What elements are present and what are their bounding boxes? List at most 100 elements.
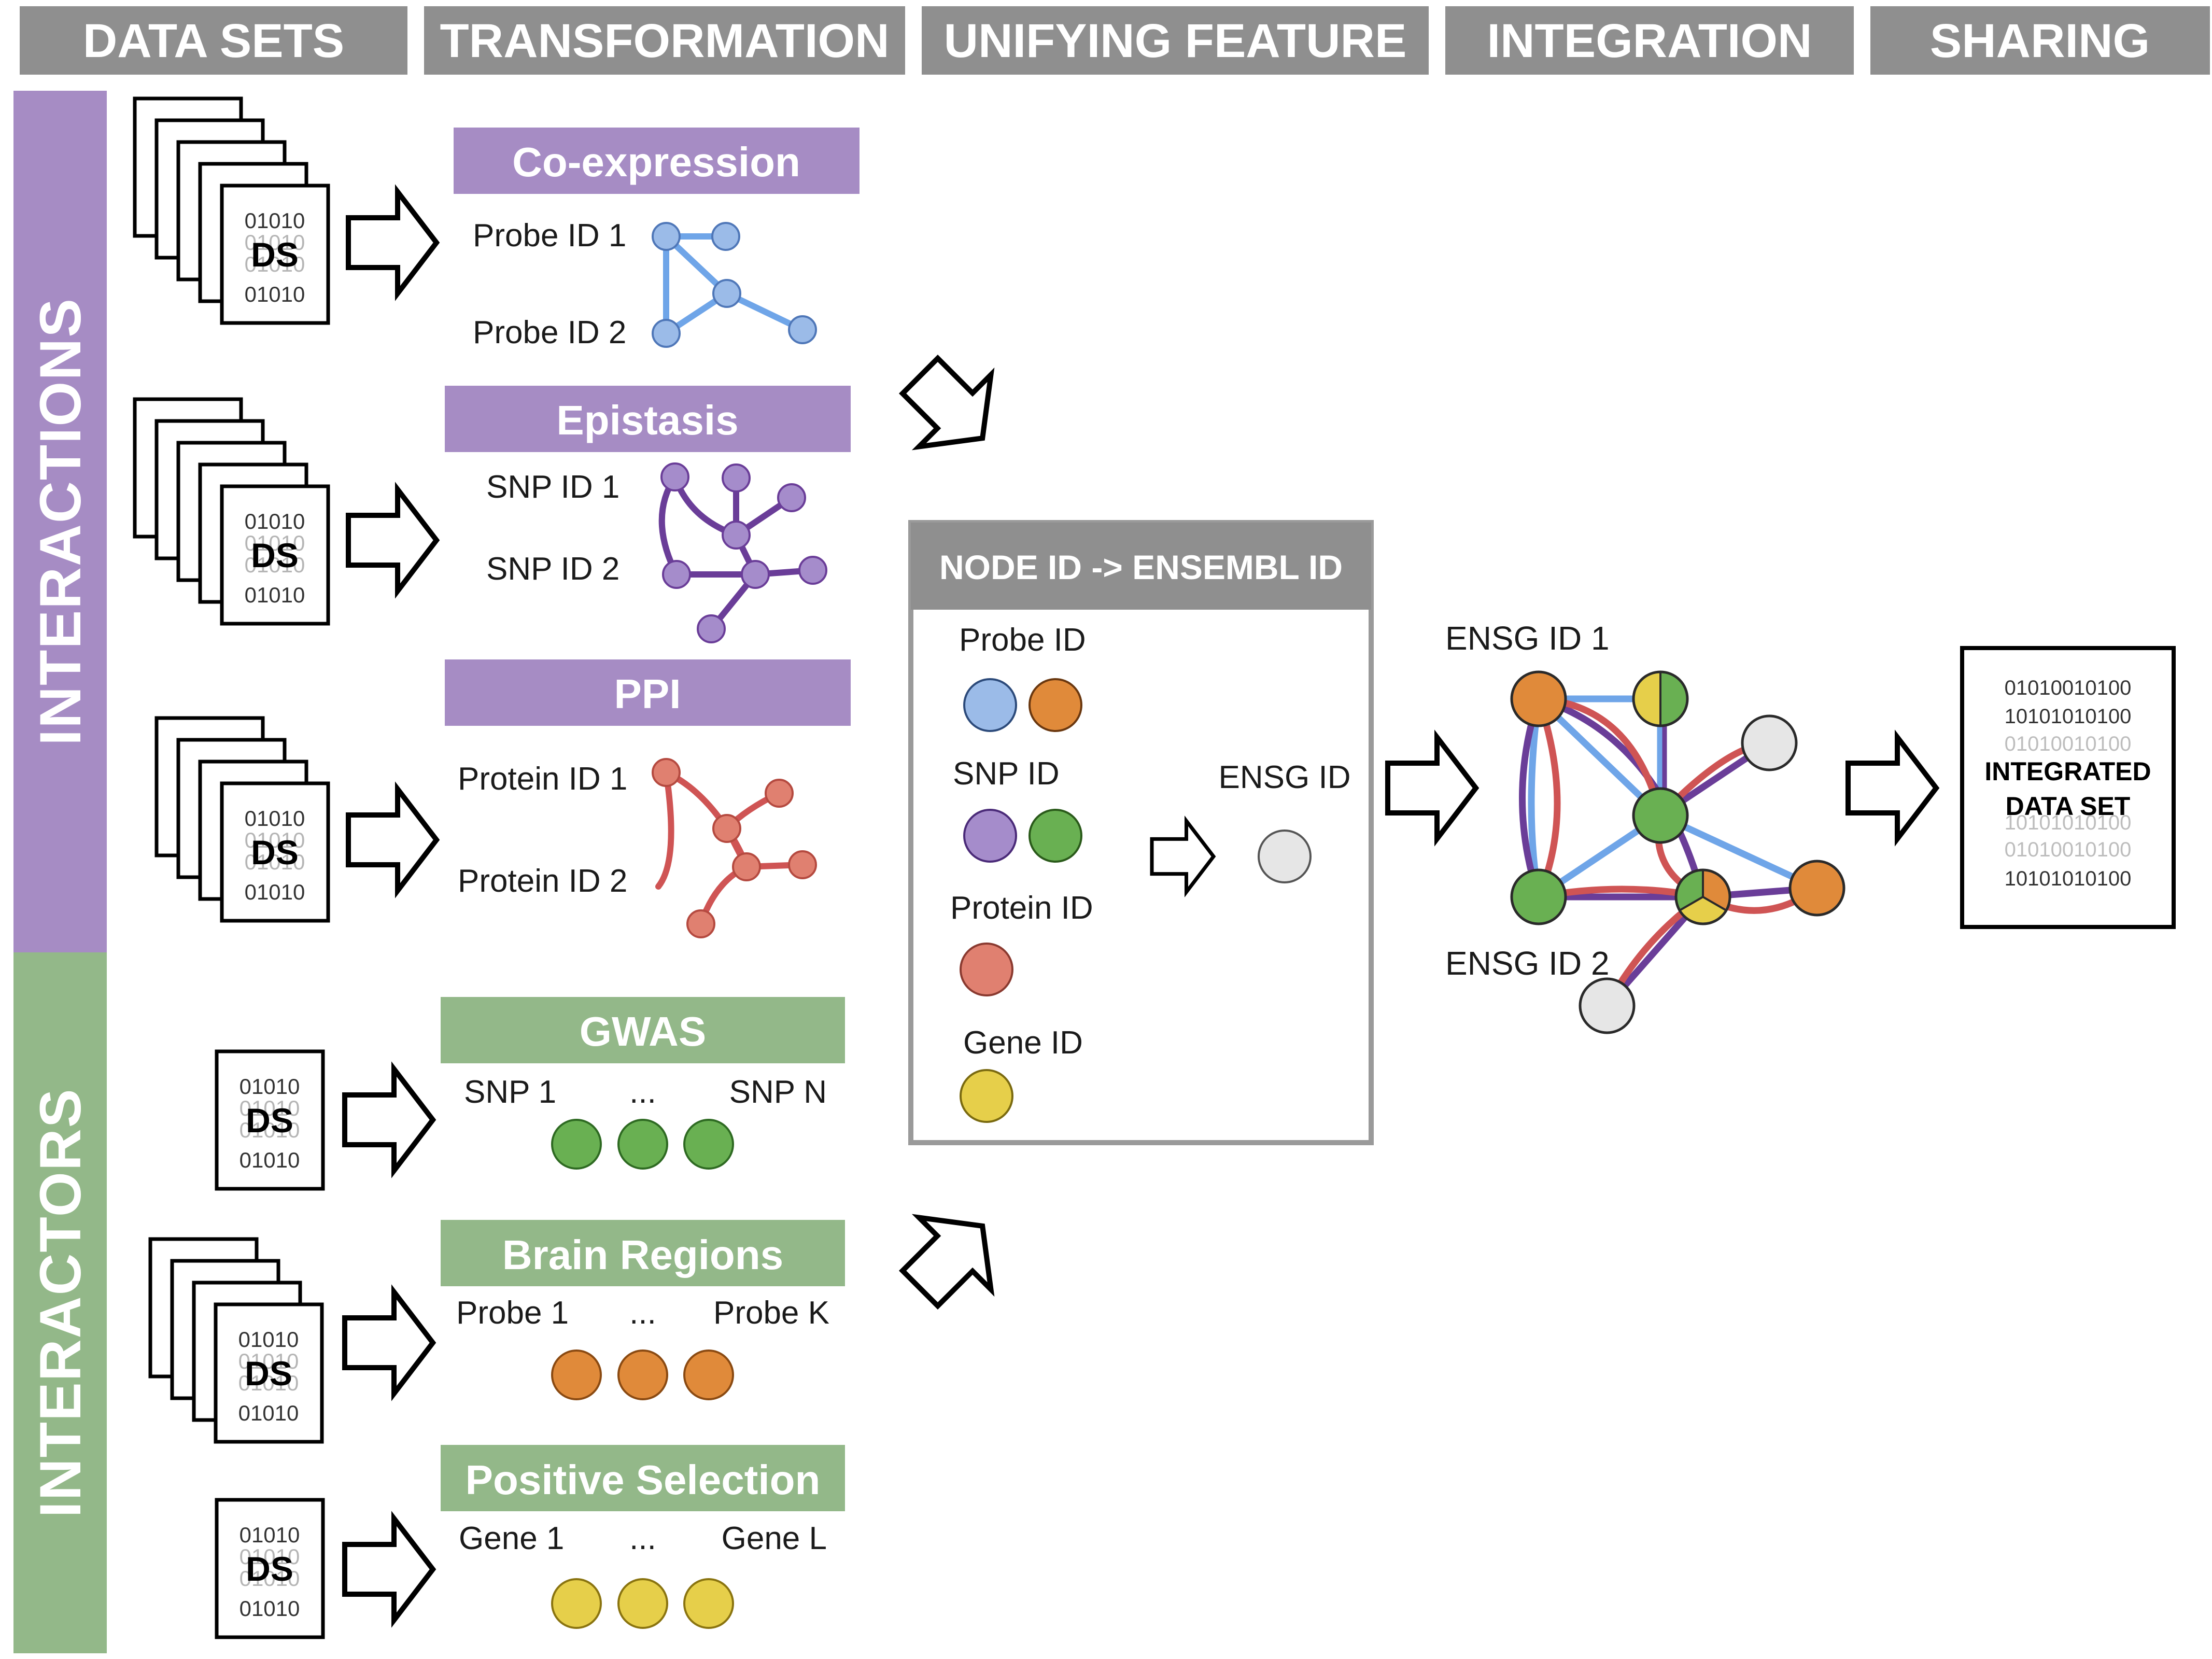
- ppi-title-box: [445, 659, 851, 726]
- interactions-bar: [13, 91, 107, 952]
- protein-red-node: [960, 943, 1013, 996]
- column-headers: DATA SETS TRANSFORMATION UNIFYING FEATUR…: [20, 6, 2210, 75]
- positive-title: Positive Selection: [466, 1457, 821, 1503]
- integrated-binary-line: 10101010100: [2005, 811, 2132, 834]
- ds-binary-line: 01010: [238, 1327, 299, 1352]
- ds-label: DS: [251, 536, 299, 574]
- integrated-binary-line: 10101010100: [2005, 867, 2132, 890]
- ds-binary-line: 01010: [245, 252, 305, 276]
- unifying-feature-panel: NODE ID -> ENSEMBL ID Probe ID SNP ID Pr…: [908, 520, 1374, 1145]
- gwas-label-mid: ...: [629, 1074, 656, 1110]
- dataset-single-positive: 01010 01010 01010 01010 DS: [217, 1500, 323, 1637]
- ds-label: DS: [246, 1101, 293, 1140]
- epistasis-title: Epistasis: [556, 397, 738, 443]
- node-orange-1: [1510, 670, 1567, 727]
- arrow-right-icon: [1388, 737, 1476, 839]
- ds-binary-line: 01010: [245, 553, 305, 577]
- header-sharing: SHARING: [1930, 15, 2150, 67]
- ds-binary-line: 01010: [239, 1118, 300, 1142]
- header-transformation: TRANSFORMATION: [440, 15, 889, 67]
- arrow-right-icon: [345, 1292, 433, 1394]
- coexpression-title-box: [454, 128, 860, 194]
- ppi-label-1: Protein ID 1: [458, 761, 627, 797]
- integration-network: ENSG ID 1 ENSG ID 2: [1445, 620, 1845, 1034]
- arrow-right-icon: [348, 789, 436, 891]
- transform-brain-regions: Brain Regions Probe 1 ... Probe K: [441, 1220, 845, 1400]
- ds-binary-line: 01010: [239, 1566, 300, 1591]
- ds-binary-line: 01010: [245, 583, 305, 607]
- node-gray-top: [1741, 714, 1798, 771]
- interactors-label: INTERACTORS: [28, 1088, 93, 1518]
- coexpression-label-2: Probe ID 2: [473, 315, 626, 350]
- header-box-transformation: [424, 6, 905, 75]
- probe-id-label: Probe ID: [959, 622, 1086, 658]
- ds-binary-line: 01010: [239, 1523, 300, 1547]
- ds-label: DS: [251, 833, 299, 871]
- ds-binary-line: 01010: [245, 880, 305, 904]
- ds-binary-line: 01010: [238, 1401, 299, 1425]
- gwas-title: GWAS: [580, 1008, 706, 1055]
- integrated-binary-line: 01010010100: [2005, 733, 2132, 755]
- transform-gwas: GWAS SNP 1 ... SNP N: [441, 997, 845, 1170]
- ds-binary-line: 01010: [239, 1096, 300, 1120]
- integrated-title-2: DATA SET: [2006, 792, 2131, 821]
- ensg-id-label: ENSG ID: [1219, 760, 1351, 795]
- ds-binary-line: 01010: [245, 509, 305, 533]
- unifying-header: NODE ID -> ENSEMBL ID: [939, 548, 1343, 586]
- integrated-doc: [1960, 646, 2176, 929]
- snp-purple-node: [963, 809, 1017, 863]
- unifying-panel-header: [911, 523, 1371, 610]
- ds-binary-line: 01010: [245, 806, 305, 831]
- positive-label-left: Gene 1: [459, 1521, 564, 1556]
- ds-binary-line: 01010: [245, 531, 305, 555]
- arrow-right-icon: [348, 192, 436, 293]
- ppi-label-2: Protein ID 2: [458, 863, 627, 899]
- ds-label: DS: [246, 1550, 293, 1588]
- header-box-sharing: [1870, 6, 2210, 75]
- ds-label: DS: [245, 1354, 292, 1393]
- ds-binary-line: 01010: [238, 1349, 299, 1373]
- epistasis-title-box: [445, 386, 851, 452]
- ds-binary-line: 01010: [245, 850, 305, 874]
- node-orange-right: [1788, 860, 1845, 917]
- interactions-label: INTERACTIONS: [28, 298, 93, 746]
- ensg-id-2-label: ENSG ID 2: [1445, 945, 1610, 982]
- node-yellow-green: [1632, 670, 1689, 727]
- ds-binary-line: 01010: [238, 1371, 299, 1395]
- ds-label: DS: [251, 235, 299, 274]
- transform-positive-selection: Positive Selection Gene 1 ... Gene L: [441, 1445, 845, 1629]
- integrated-title-1: INTEGRATED: [1984, 757, 2151, 786]
- transform-epistasis: Epistasis SNP ID 1 SNP ID 2: [445, 386, 851, 643]
- probe-blue-node: [963, 678, 1017, 732]
- header-integration: INTEGRATION: [1487, 15, 1812, 67]
- ds-binary-line: 01010: [239, 1544, 300, 1569]
- ensg-id-1-label: ENSG ID 1: [1445, 620, 1610, 657]
- header-datasets: DATA SETS: [83, 15, 344, 67]
- ensg-gray-node: [1258, 830, 1312, 883]
- integrated-binary-line: 10101010100: [2005, 705, 2132, 728]
- arrow-right-icon: [1848, 737, 1936, 839]
- gwas-label-right: SNP N: [729, 1074, 827, 1110]
- gwas-label-left: SNP 1: [464, 1074, 556, 1110]
- header-box-integration: [1445, 6, 1854, 75]
- ds-binary-line: 01010: [239, 1148, 300, 1172]
- ds-binary-line: 01010: [239, 1596, 300, 1621]
- positive-title-box: [441, 1445, 845, 1511]
- brain-label-left: Probe 1: [456, 1295, 569, 1331]
- node-gray-bottom: [1579, 977, 1636, 1034]
- coexpression-label-1: Probe ID 1: [473, 218, 626, 254]
- brain-label-right: Probe K: [713, 1295, 829, 1331]
- coexpression-title: Co-expression: [512, 139, 800, 185]
- arrow-right-icon: [348, 489, 436, 591]
- gwas-title-box: [441, 997, 845, 1063]
- arrow-down-right-icon: [884, 340, 1019, 474]
- brain-label-mid: ...: [629, 1295, 656, 1331]
- transform-ppi: PPI Protein ID 1 Protein ID 2: [445, 659, 851, 938]
- ds-binary-line: 01010: [239, 1074, 300, 1099]
- probe-orange-node: [1028, 678, 1082, 732]
- node-green-ensg2: [1510, 868, 1567, 925]
- ds-binary-line: 01010: [245, 230, 305, 255]
- snp-id-label: SNP ID: [953, 756, 1060, 792]
- ds-binary-line: 01010: [245, 828, 305, 852]
